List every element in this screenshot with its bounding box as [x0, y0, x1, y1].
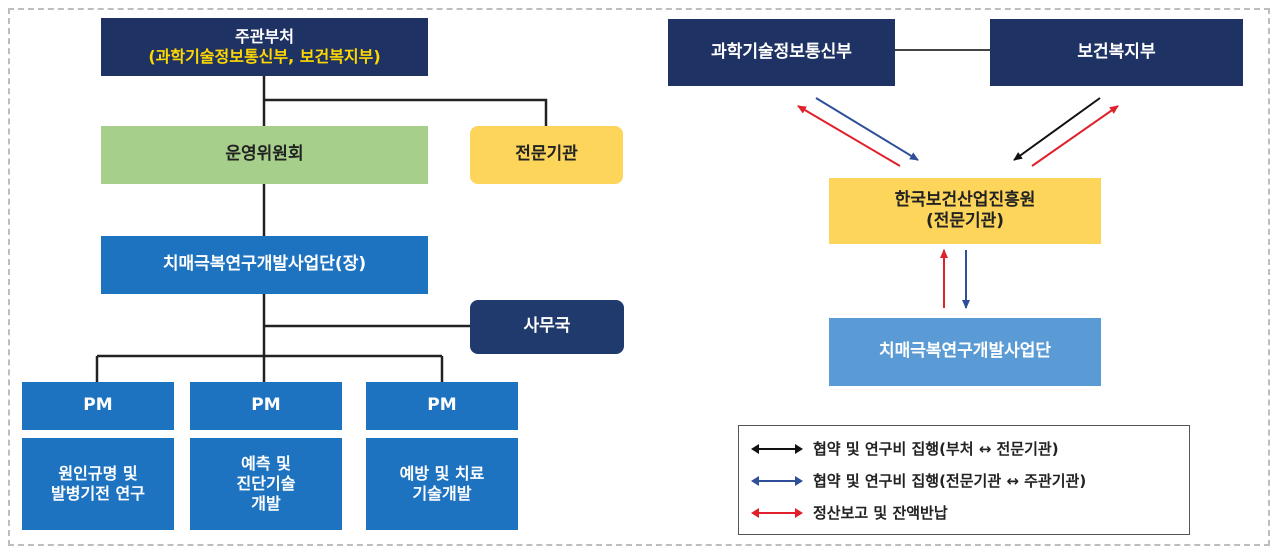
- committee-label: 운영위원회: [225, 144, 304, 165]
- khidi-role: (전문기관): [925, 211, 1005, 231]
- director-label: 치매극복연구개발사업단(장): [162, 254, 367, 275]
- pm-box-2: PM: [190, 382, 342, 430]
- pm-label: PM: [427, 395, 457, 416]
- line-to-agency: [264, 98, 548, 126]
- arrow-agency-to-msit: [797, 105, 901, 167]
- area-label: 예방 및 치료 기술개발: [399, 464, 485, 503]
- director-box: 치매극복연구개발사업단(장): [101, 236, 428, 294]
- pm-label: PM: [251, 395, 281, 416]
- legend: 협약 및 연구비 집행(부처 ↔ 전문기관) 협약 및 연구비 집행(전문기관 …: [738, 425, 1190, 535]
- diagram-frame: [8, 8, 1270, 546]
- office-label: 사무국: [523, 316, 571, 337]
- program-label: 치매극복연구개발사업단: [878, 341, 1052, 362]
- mohw-label: 보건복지부: [1077, 41, 1156, 62]
- khidi-name: 한국보건산업진흥원: [894, 189, 1036, 210]
- legend-item-blue: 협약 및 연구비 집행(전문기관 ↔ 주관기관): [751, 470, 1086, 491]
- area-label: 예측 및 진단기술 개발: [236, 454, 296, 513]
- program-box: 치매극복연구개발사업단: [829, 318, 1101, 386]
- msit-label: 과학기술정보통신부: [711, 41, 852, 62]
- pm-label: PM: [83, 395, 113, 416]
- mohw-box: 보건복지부: [990, 19, 1243, 86]
- khidi-box: 한국보건산업진흥원 (전문기관): [829, 178, 1101, 244]
- msit-box: 과학기술정보통신부: [668, 19, 895, 86]
- area-box-3: 예방 및 치료 기술개발: [366, 438, 518, 530]
- ministry-box: 주관부처 (과학기술정보통신부, 보건복지부): [101, 18, 428, 76]
- area-box-1: 원인규명 및 발병기전 연구: [22, 438, 174, 530]
- arrow-agency-to-mohw: [1031, 105, 1119, 167]
- double-arrow-icon: [751, 475, 803, 486]
- office-box: 사무국: [470, 300, 624, 354]
- pm-box-3: PM: [366, 382, 518, 430]
- area-box-2: 예측 및 진단기술 개발: [190, 438, 342, 530]
- arrow-mohw-to-agency: [1013, 97, 1101, 161]
- legend-label: 협약 및 연구비 집행(부처 ↔ 전문기관): [813, 440, 1059, 458]
- legend-label: 협약 및 연구비 집행(전문기관 ↔ 주관기관): [813, 472, 1087, 490]
- ministry-subtitle: (과학기술정보통신부, 보건복지부): [148, 47, 381, 66]
- arrow-msit-to-agency: [815, 97, 919, 161]
- legend-label: 정산보고 및 잔액반납: [813, 504, 948, 522]
- pm-box-1: PM: [22, 382, 174, 430]
- double-arrow-icon: [751, 507, 803, 518]
- agency-box: 전문기관: [470, 126, 623, 184]
- committee-box: 운영위원회: [101, 126, 428, 184]
- double-arrow-icon: [751, 443, 803, 454]
- ministry-title: 주관부처: [235, 27, 294, 46]
- area-label: 원인규명 및 발병기전 연구: [51, 464, 145, 503]
- legend-item-black: 협약 및 연구비 집행(부처 ↔ 전문기관): [751, 438, 1059, 459]
- legend-item-red: 정산보고 및 잔액반납: [751, 502, 948, 523]
- agency-label: 전문기관: [515, 144, 578, 165]
